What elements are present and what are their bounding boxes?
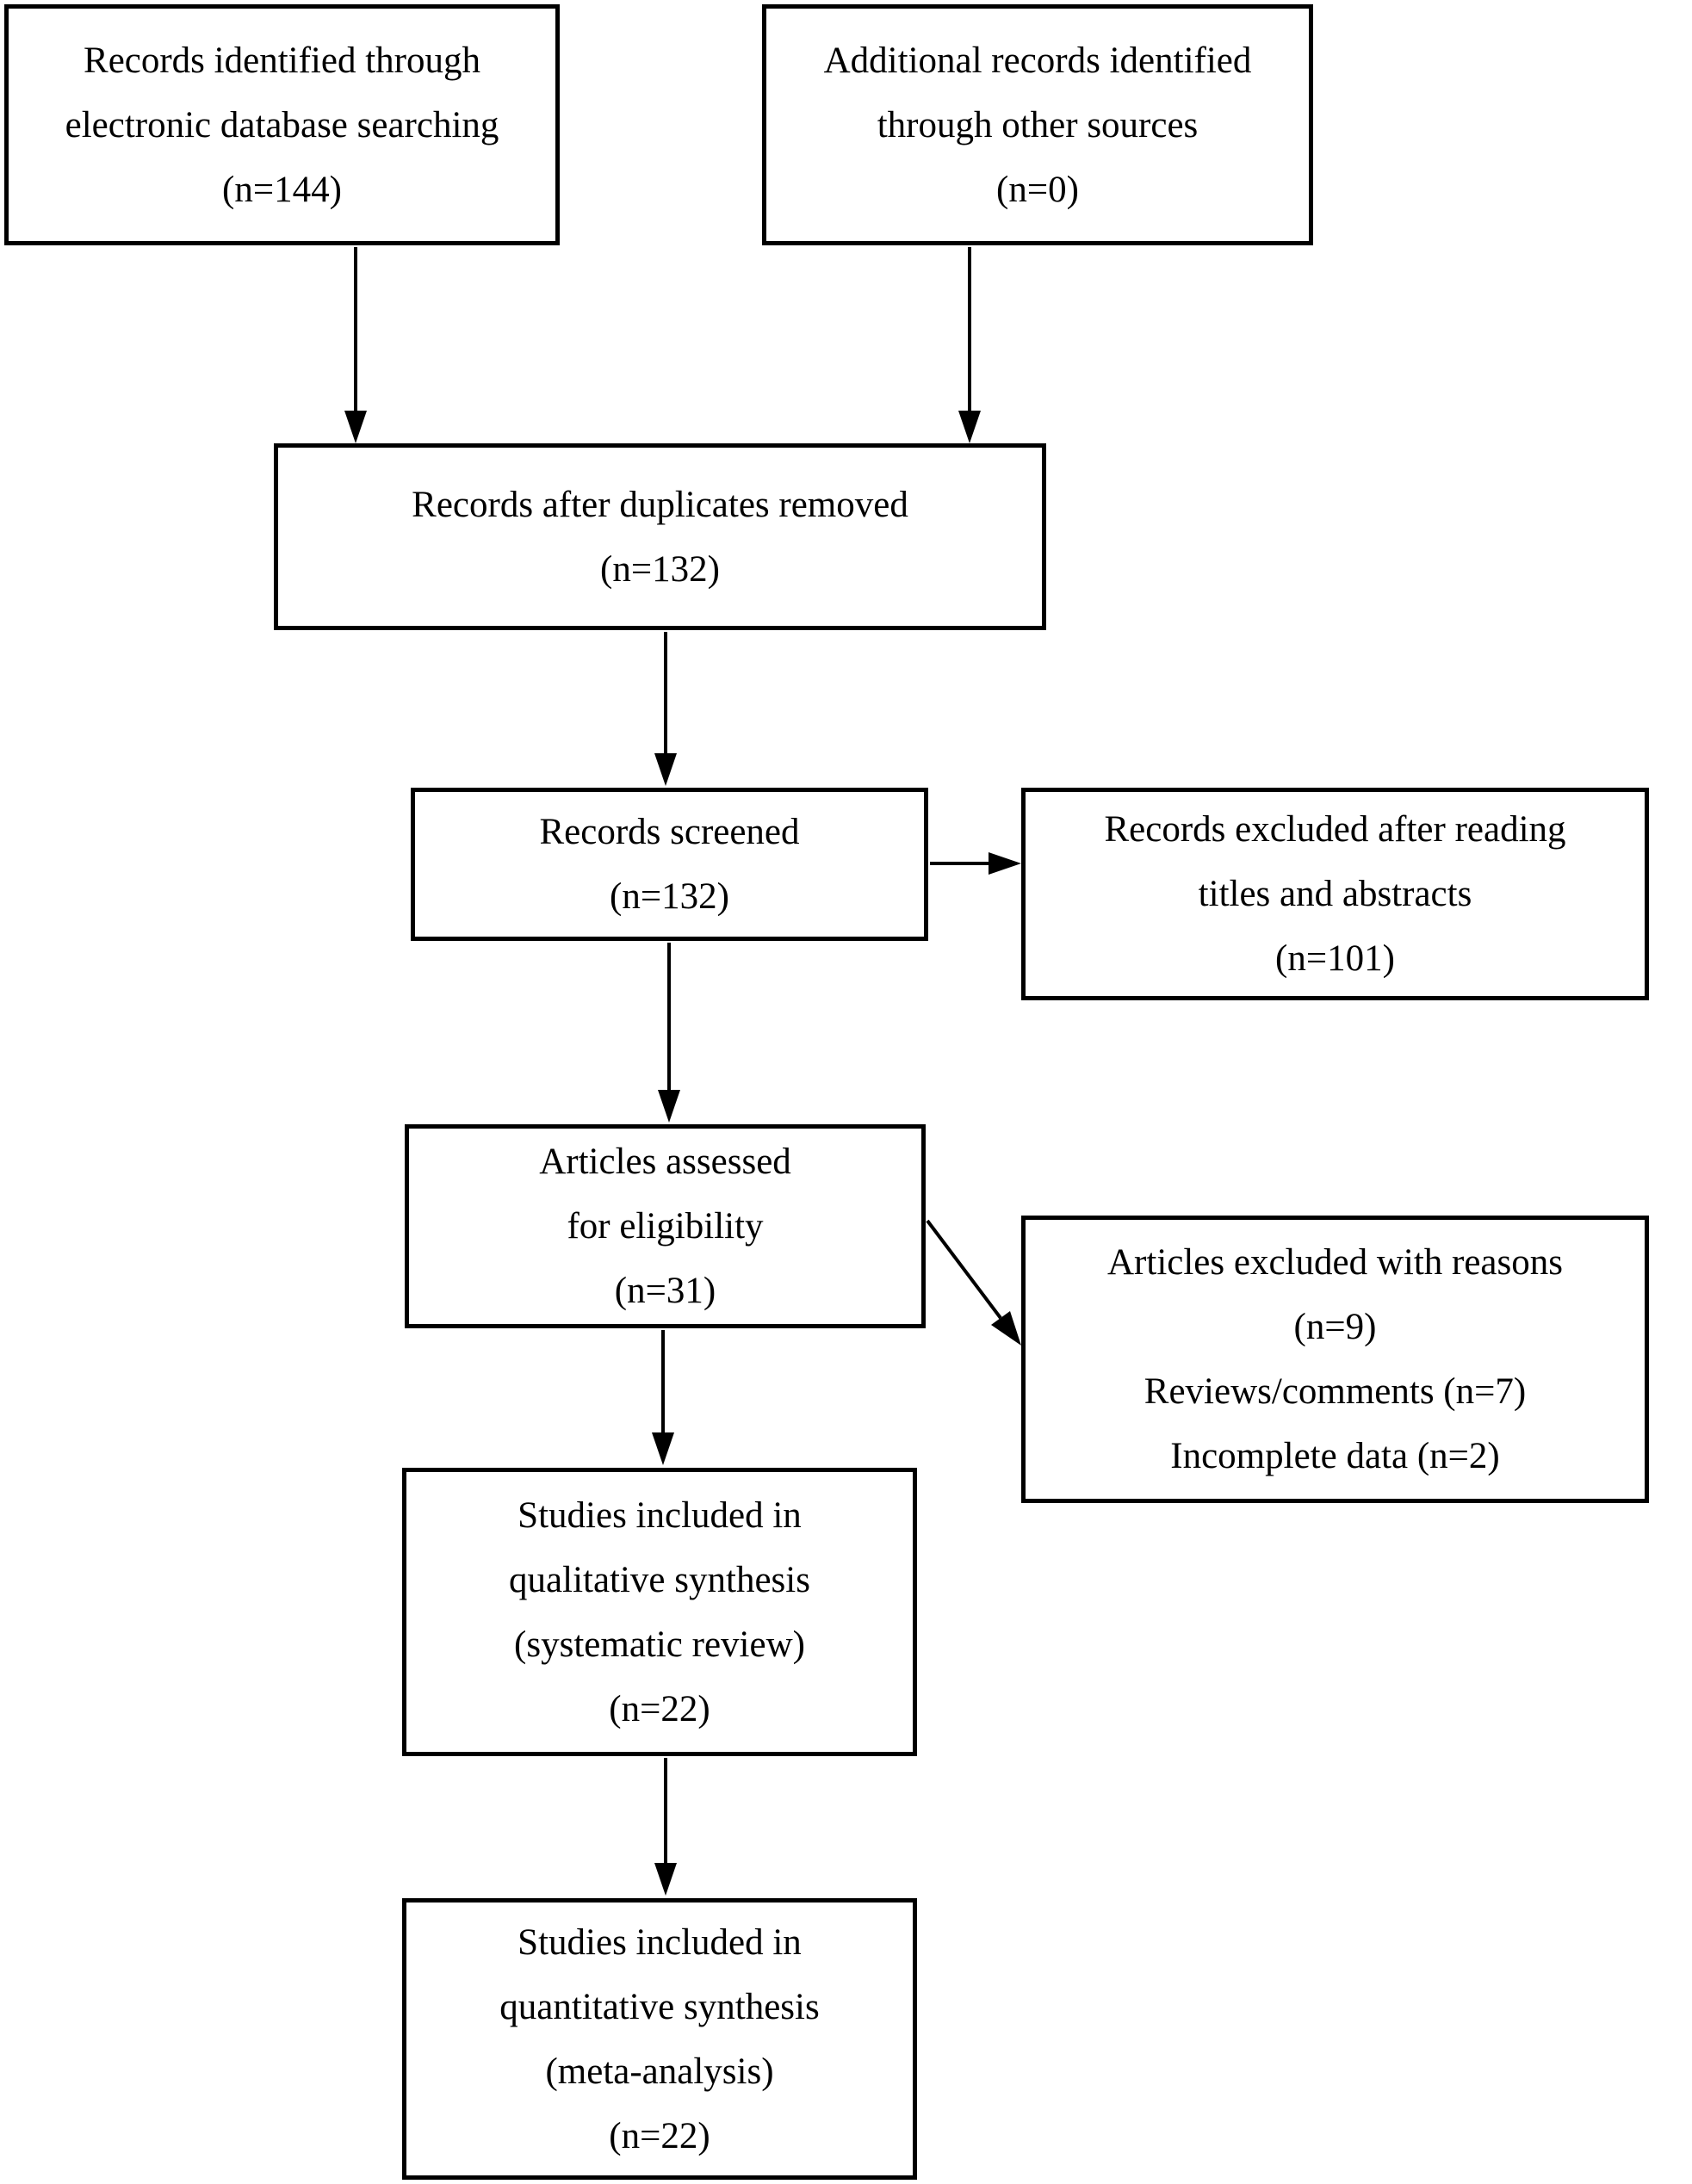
box-records-identified-line-1: Records identified through	[84, 40, 480, 81]
box-additional-records-line-1: Additional records identified	[823, 40, 1252, 81]
box-duplicates-removed: Records after duplicates removed (n=132)	[274, 443, 1046, 630]
box-articles-assessed-line-1: Articles assessed	[539, 1141, 791, 1182]
box-additional-records-count: (n=0)	[996, 169, 1079, 210]
arrow-additional-to-duplicates	[958, 247, 981, 443]
box-articles-assessed: Articles assessed for eligibility (n=31)	[405, 1124, 926, 1328]
box-qualitative-synthesis-count: (n=22)	[609, 1688, 710, 1729]
box-quantitative-synthesis-count: (n=22)	[609, 2115, 710, 2156]
box-duplicates-removed-line-1: Records after duplicates removed	[412, 484, 908, 525]
arrow-duplicates-to-screened	[654, 632, 677, 786]
box-quantitative-synthesis-line-3: (meta-analysis)	[545, 2051, 774, 2092]
box-articles-excluded-reasons-line-1: Articles excluded with reasons	[1107, 1242, 1563, 1283]
box-records-excluded-titles-line-2: titles and abstracts	[1198, 874, 1472, 914]
box-articles-assessed-count: (n=31)	[614, 1271, 716, 1311]
box-articles-excluded-reasons-line-3: Reviews/comments (n=7)	[1143, 1371, 1527, 1412]
box-duplicates-removed-count: (n=132)	[600, 548, 720, 590]
box-articles-assessed-line-2: for eligibility	[567, 1206, 764, 1247]
box-additional-records-line-2: through other sources	[877, 104, 1199, 145]
box-additional-records: Additional records identified through ot…	[762, 4, 1313, 245]
box-quantitative-synthesis: Studies included in quantitative synthes…	[402, 1898, 917, 2180]
box-records-identified: Records identified through electronic da…	[4, 4, 560, 245]
arrow-qualitative-to-quantitative	[654, 1758, 677, 1896]
box-records-identified-count: (n=144)	[222, 169, 342, 210]
box-records-screened-count: (n=132)	[610, 876, 729, 917]
box-qualitative-synthesis-line-1: Studies included in	[518, 1494, 802, 1536]
box-records-screened: Records screened (n=132)	[411, 788, 928, 941]
box-qualitative-synthesis-line-3: (systematic review)	[514, 1624, 805, 1665]
box-articles-excluded-reasons: Articles excluded with reasons (n=9) Rev…	[1021, 1216, 1649, 1503]
box-records-excluded-titles-line-1: Records excluded after reading	[1104, 809, 1566, 850]
arrow-identified-to-duplicates	[344, 247, 367, 443]
box-qualitative-synthesis: Studies included in qualitative synthesi…	[402, 1468, 917, 1756]
box-records-excluded-titles: Records excluded after reading titles an…	[1021, 788, 1649, 1000]
arrow-eligibility-to-excluded-reasons	[926, 1219, 1021, 1346]
arrow-screened-to-eligibility	[658, 943, 680, 1123]
box-quantitative-synthesis-line-2: quantitative synthesis	[499, 1986, 820, 2027]
box-records-screened-line-1: Records screened	[539, 812, 800, 852]
arrow-screened-to-excluded-titles	[930, 852, 1021, 875]
box-articles-excluded-reasons-count: (n=9)	[1293, 1307, 1377, 1347]
box-articles-excluded-reasons-line-4: Incomplete data (n=2)	[1170, 1436, 1500, 1476]
box-records-identified-line-2: electronic database searching	[65, 104, 499, 145]
box-qualitative-synthesis-line-2: qualitative synthesis	[509, 1559, 810, 1600]
box-records-excluded-titles-count: (n=101)	[1275, 938, 1395, 979]
box-quantitative-synthesis-line-1: Studies included in	[518, 1921, 802, 1963]
arrow-eligibility-to-qualitative	[652, 1330, 674, 1465]
